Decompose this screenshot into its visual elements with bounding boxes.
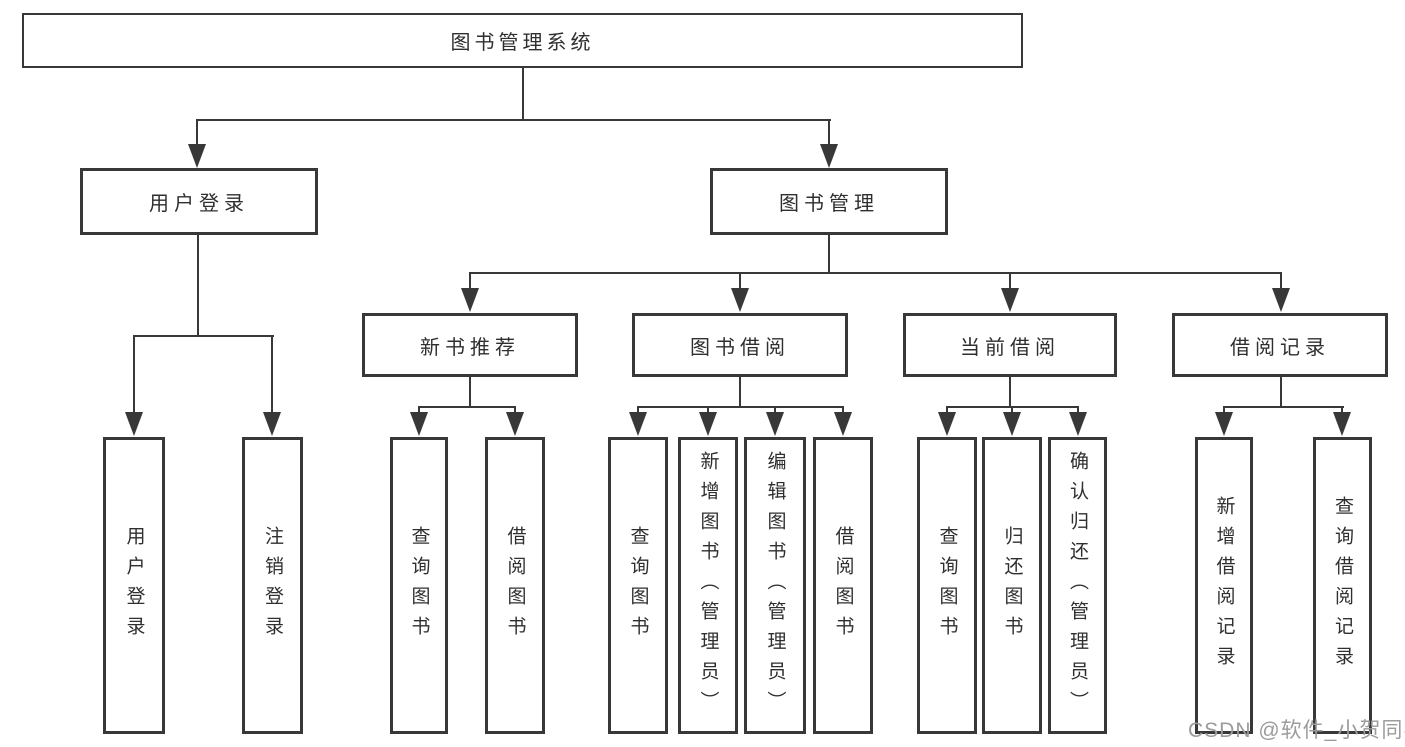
leaf-add-borrow-record: 新增借阅记录 [1195, 437, 1253, 734]
csdn-watermark: CSDN @软件_小贺同学 [1188, 719, 1405, 742]
arrow-down-icon [1215, 412, 1233, 436]
arrow-down-icon [699, 412, 717, 436]
node-new-book-recommend: 新书推荐 [362, 313, 578, 377]
arrow-down-icon [410, 412, 428, 436]
connector-current-borrow-bar [946, 406, 1079, 408]
connector-level2-drop [469, 274, 471, 290]
leaf-logout-login: 注销登录 [242, 437, 303, 734]
connector-level1-bar [196, 119, 831, 121]
connector-new-book-stem [469, 377, 471, 407]
connector-book-mgmt-stem [828, 235, 830, 273]
leaf-query-borrow-record: 查询借阅记录 [1313, 437, 1372, 734]
connector-book-mgmt-drop [828, 120, 830, 146]
leaf-add-books-admin: 新增图书（管理员） [678, 437, 738, 734]
arrow-down-icon [1069, 412, 1087, 436]
leaf-return-books: 归还图书 [982, 437, 1042, 734]
leaf-edit-books-admin: 编辑图书（管理员） [744, 437, 806, 734]
arrow-down-icon [263, 412, 281, 436]
connector-level2-bar [469, 272, 1282, 274]
leaf-query-books-borrow: 查询图书 [608, 437, 668, 734]
arrow-down-icon [820, 144, 838, 168]
leaf-query-books-recommend: 查询图书 [390, 437, 448, 734]
leaf-user-login: 用户登录 [103, 437, 165, 734]
node-book-borrow: 图书借阅 [632, 313, 848, 377]
arrow-down-icon [629, 412, 647, 436]
leaf-confirm-return-admin: 确认归还（管理员） [1048, 437, 1107, 734]
connector-user-login-drop [196, 120, 198, 146]
arrow-down-icon [125, 412, 143, 436]
arrow-down-icon [1001, 288, 1019, 312]
arrow-down-icon [1272, 288, 1290, 312]
connector-current-borrow-stem [1009, 377, 1011, 407]
connector-user-login-stem [197, 235, 199, 336]
connector-level2-drop [1280, 274, 1282, 290]
connector-leaf-drop [271, 337, 273, 415]
node-book-management: 图书管理 [710, 168, 948, 235]
connector-book-borrow-stem [739, 377, 741, 407]
leaf-query-books-current: 查询图书 [917, 437, 977, 734]
node-borrow-records: 借阅记录 [1172, 313, 1388, 377]
leaf-borrow-books: 借阅图书 [813, 437, 873, 734]
leaf-borrow-books-recommend: 借阅图书 [485, 437, 545, 734]
connector-leaf-drop [133, 337, 135, 415]
connector-level2-drop [739, 274, 741, 290]
arrow-down-icon [506, 412, 524, 436]
arrow-down-icon [731, 288, 749, 312]
arrow-down-icon [188, 144, 206, 168]
arrow-down-icon [1333, 412, 1351, 436]
arrow-down-icon [461, 288, 479, 312]
arrow-down-icon [938, 412, 956, 436]
connector-level2-drop [1009, 274, 1011, 290]
arrow-down-icon [834, 412, 852, 436]
connector-user-login-bar [133, 335, 274, 337]
connector-new-book-bar [418, 406, 516, 408]
connector-root-stem [522, 68, 524, 120]
node-library-system: 图书管理系统 [22, 13, 1023, 68]
connector-book-borrow-bar [637, 406, 844, 408]
arrow-down-icon [766, 412, 784, 436]
arrow-down-icon [1003, 412, 1021, 436]
connector-borrow-records-bar [1223, 406, 1344, 408]
node-user-login-branch: 用户登录 [80, 168, 318, 235]
connector-borrow-records-stem [1280, 377, 1282, 407]
node-current-borrow: 当前借阅 [903, 313, 1117, 377]
